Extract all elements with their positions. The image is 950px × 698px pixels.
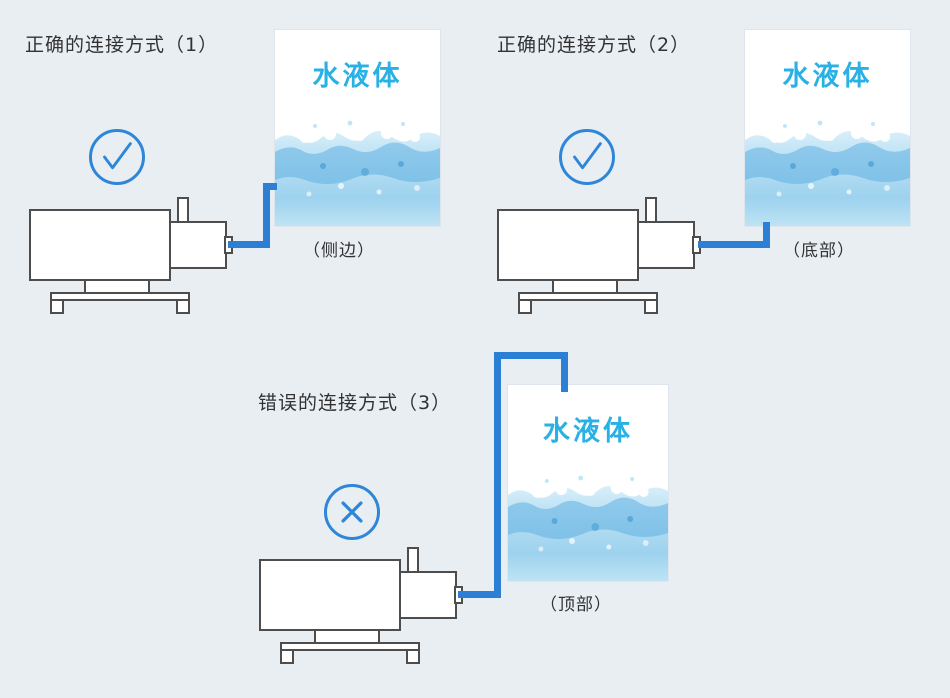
connection-position-label: （侧边） (303, 241, 375, 261)
water-label: 水液体 (782, 61, 873, 92)
water-container: 水液体 (508, 385, 668, 581)
section-title: 正确的连接方式（2） (497, 34, 691, 56)
section-title: 错误的连接方式（3） (258, 392, 452, 414)
pipe-segment (263, 183, 277, 190)
pump-illustration (258, 546, 463, 666)
section-title: 正确的连接方式（1） (25, 34, 219, 56)
pipe-segment (698, 241, 770, 248)
check-icon (559, 129, 615, 185)
water-image (508, 469, 668, 581)
water-label: 水液体 (543, 416, 633, 447)
water-image (745, 114, 910, 226)
pipe-segment (494, 352, 568, 359)
water-container: 水液体 (275, 30, 440, 226)
cross-icon (324, 484, 380, 540)
check-icon (89, 129, 145, 185)
pipe-segment (561, 352, 568, 392)
pipe-segment (263, 183, 270, 248)
pump-illustration (496, 196, 701, 316)
connection-position-label: （底部） (783, 241, 855, 261)
water-image (275, 114, 440, 226)
pump-illustration (28, 196, 233, 316)
connection-position-label: （顶部） (540, 595, 612, 615)
pipe-segment (494, 352, 501, 598)
water-label: 水液体 (312, 61, 403, 92)
pipe-segment (763, 222, 770, 248)
water-container: 水液体 (745, 30, 910, 226)
pipe-segment (228, 241, 270, 248)
pipe-segment (458, 591, 501, 598)
